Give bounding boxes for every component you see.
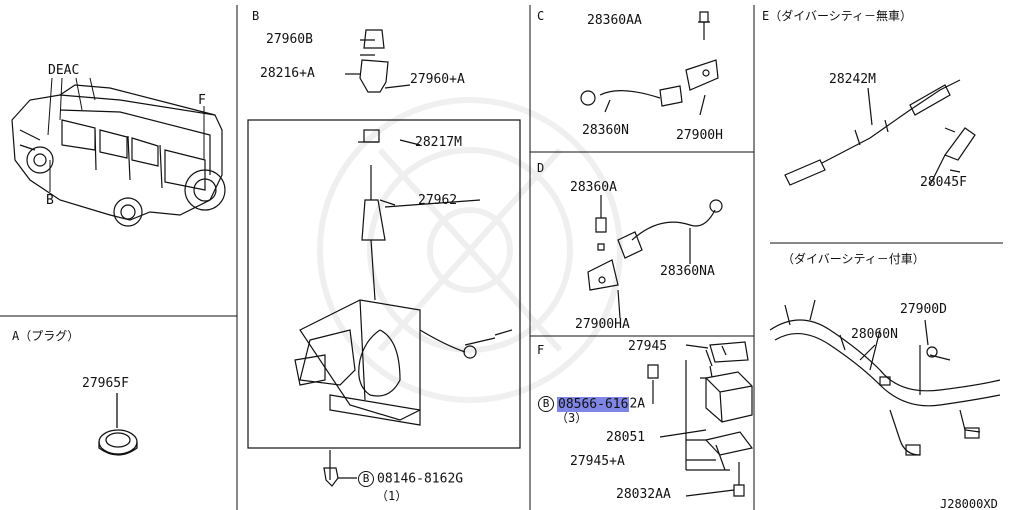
part-08146-8162g-number: 08146-8162G bbox=[377, 471, 464, 487]
section-dividers bbox=[0, 5, 1003, 510]
part-28360a[interactable]: 28360A bbox=[570, 180, 617, 195]
part-27945a[interactable]: 27945+A bbox=[570, 454, 625, 469]
part-28032aa[interactable]: 28032AA bbox=[616, 487, 671, 502]
part-27960b[interactable]: 27960B bbox=[266, 32, 313, 47]
part-27945[interactable]: 27945 bbox=[628, 339, 668, 354]
part-27900d[interactable]: 27900D bbox=[900, 302, 947, 317]
part-28360n[interactable]: 28360N bbox=[582, 123, 629, 138]
part-08566-quantity: （3） bbox=[556, 411, 588, 425]
bolt-symbol: B bbox=[358, 471, 374, 487]
part-28242m[interactable]: 28242M bbox=[829, 72, 876, 87]
antenna-assembly bbox=[247, 29, 521, 487]
part-27900h[interactable]: 27900H bbox=[676, 128, 723, 143]
highlighted-part-number: 08566-616 bbox=[557, 396, 630, 412]
vehicle-illustration bbox=[11, 84, 226, 227]
part-28360aa[interactable]: 28360AA bbox=[587, 13, 642, 28]
diagram-id: J28000XD bbox=[940, 497, 998, 510]
section-label-c: C bbox=[537, 9, 545, 23]
section-label-d: D bbox=[537, 161, 545, 175]
part-08146-quantity: （1） bbox=[376, 489, 408, 503]
section-label-b: B bbox=[252, 9, 260, 23]
vehicle-marker-b: B bbox=[46, 193, 54, 208]
vehicle-marker-deac: DEAC bbox=[48, 63, 80, 78]
part-27962[interactable]: 27962 bbox=[418, 193, 458, 208]
section-label-a: A（プラグ） bbox=[12, 329, 80, 343]
part-28051[interactable]: 28051 bbox=[606, 430, 646, 445]
diversity-module-f bbox=[647, 341, 754, 497]
diversity-harness bbox=[769, 299, 1001, 456]
part-number-suffix: 2A bbox=[629, 396, 646, 412]
part-28060n[interactable]: 28060N bbox=[851, 327, 898, 342]
antenna-cable-e bbox=[784, 79, 976, 186]
section-label-e: E（ダイバーシティ－無車） bbox=[762, 9, 913, 23]
watermark-emblem bbox=[317, 97, 623, 403]
vehicle-leader-lines bbox=[47, 77, 205, 192]
part-27900ha[interactable]: 27900HA bbox=[575, 317, 630, 332]
part-28216a[interactable]: 28216+A bbox=[260, 66, 315, 81]
part-28045f[interactable]: 28045F bbox=[920, 175, 967, 190]
part-28217m[interactable]: 28217M bbox=[415, 135, 462, 150]
ground-strap-c bbox=[580, 11, 719, 116]
vehicle-marker-f: F bbox=[198, 93, 206, 108]
part-27965f[interactable]: 27965F bbox=[82, 376, 129, 391]
section-label-e-diversity: （ダイバーシティ－付車） bbox=[782, 252, 925, 266]
grommet-illustration bbox=[98, 393, 138, 456]
bolt-symbol: B bbox=[538, 396, 554, 412]
section-label-f: F bbox=[537, 343, 545, 357]
part-28360na[interactable]: 28360NA bbox=[660, 264, 715, 279]
ground-strap-d bbox=[587, 195, 723, 319]
part-27960a[interactable]: 27960+A bbox=[410, 72, 465, 87]
